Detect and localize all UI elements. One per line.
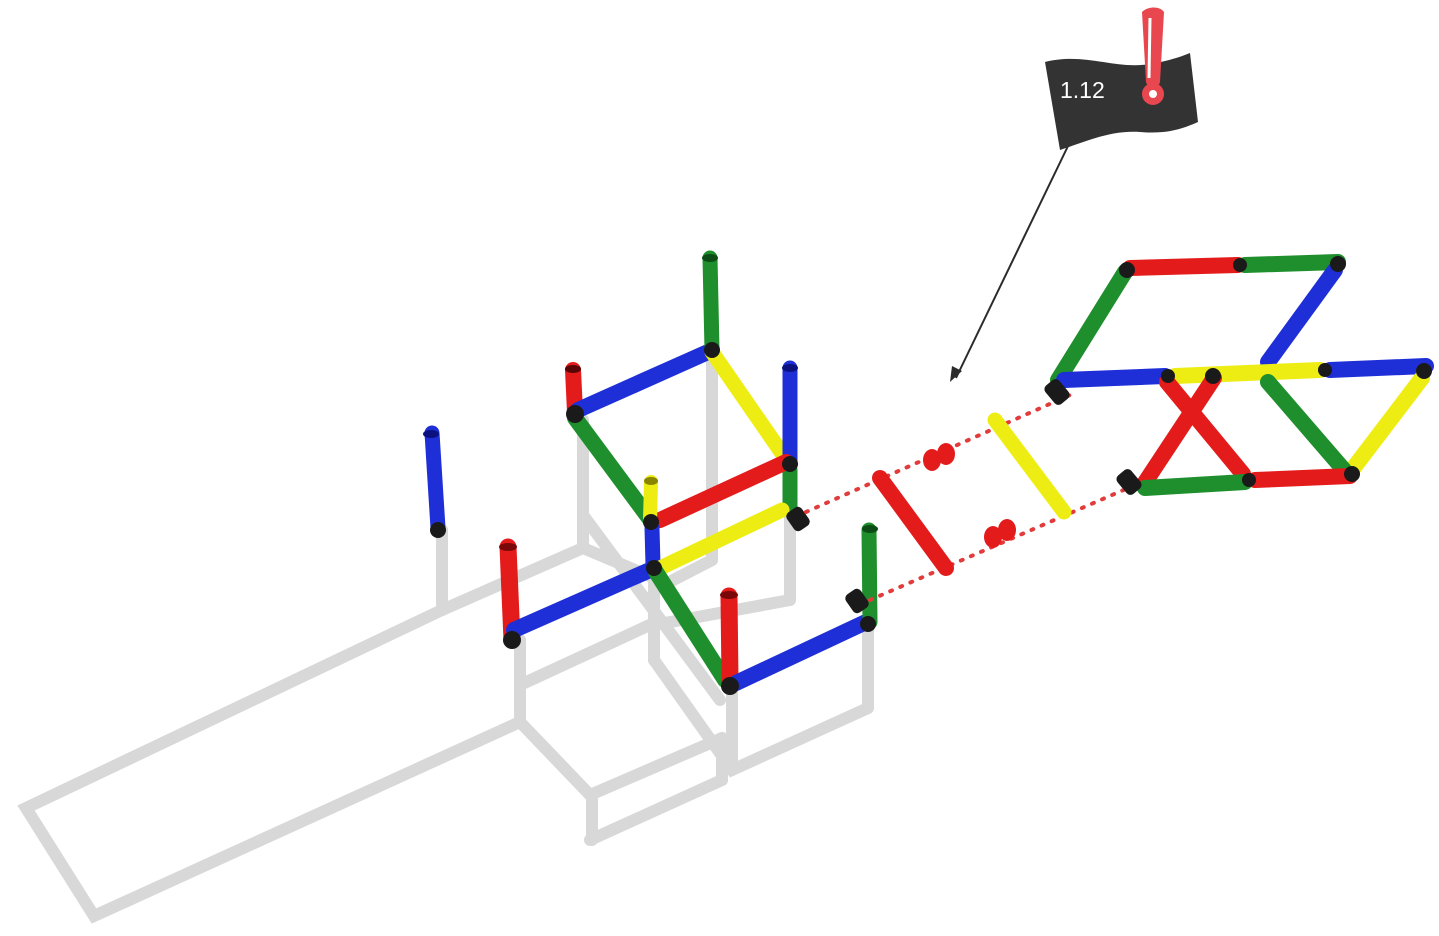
red-coupling-upper [923, 443, 955, 471]
guide-line-lower [870, 485, 1135, 600]
cap [782, 364, 798, 372]
joint [1318, 363, 1332, 377]
yellow-short-pipe [995, 420, 1064, 512]
step-callout: 1.12 [950, 8, 1198, 383]
cap [702, 254, 718, 262]
joint [1233, 258, 1247, 272]
exclamation-flag-icon [1142, 8, 1164, 106]
cap [720, 591, 738, 599]
joint [1161, 369, 1175, 383]
green-rail [1145, 482, 1245, 488]
cap [644, 477, 658, 485]
cap [565, 365, 581, 373]
joint [1344, 466, 1360, 482]
loose-parts [880, 420, 1064, 568]
blue-rail [1268, 270, 1335, 362]
blue-post [432, 433, 438, 528]
green-rail [1058, 272, 1125, 380]
step-number: 1.12 [1060, 77, 1105, 103]
red-rail [1130, 265, 1238, 268]
yellow-rail [1352, 378, 1422, 470]
blue-rail [1064, 376, 1165, 380]
joint [782, 456, 798, 472]
cap [423, 430, 439, 438]
blue-rail [514, 570, 650, 630]
green-rail [1245, 262, 1338, 265]
joint [704, 342, 720, 358]
joint [1330, 256, 1346, 272]
blue-rail [578, 352, 708, 410]
red-coupling-lower [984, 519, 1016, 548]
blue-rail [736, 622, 866, 683]
joint [860, 616, 876, 632]
red-rail [1255, 476, 1350, 480]
joint [430, 522, 446, 538]
assembly-guide-lines [806, 395, 1135, 600]
green-post [869, 530, 870, 622]
joint [1416, 363, 1432, 379]
callout-pointer-line [956, 146, 1068, 378]
red-short-pipe [880, 478, 946, 568]
blue-rail [1330, 366, 1426, 370]
yellow-rail [1175, 370, 1320, 376]
joint [1242, 473, 1256, 487]
green-rail [1268, 382, 1344, 470]
joint [646, 560, 662, 576]
joint [1119, 262, 1135, 278]
gray-rail [520, 722, 722, 795]
gray-ramp [26, 610, 520, 916]
gray-rail [520, 623, 654, 685]
green-post [710, 258, 712, 350]
red-post [729, 596, 730, 680]
yellow-rail [712, 352, 788, 462]
gray-base-frame [26, 350, 868, 916]
joint [566, 405, 584, 423]
blue-post [652, 528, 653, 565]
red-couplings [923, 443, 1016, 548]
joint [643, 514, 659, 530]
sub-frame [1058, 262, 1426, 488]
cap [862, 525, 878, 533]
joint [503, 631, 521, 649]
joint [721, 677, 739, 695]
joint [1205, 368, 1221, 384]
cap [499, 543, 517, 551]
